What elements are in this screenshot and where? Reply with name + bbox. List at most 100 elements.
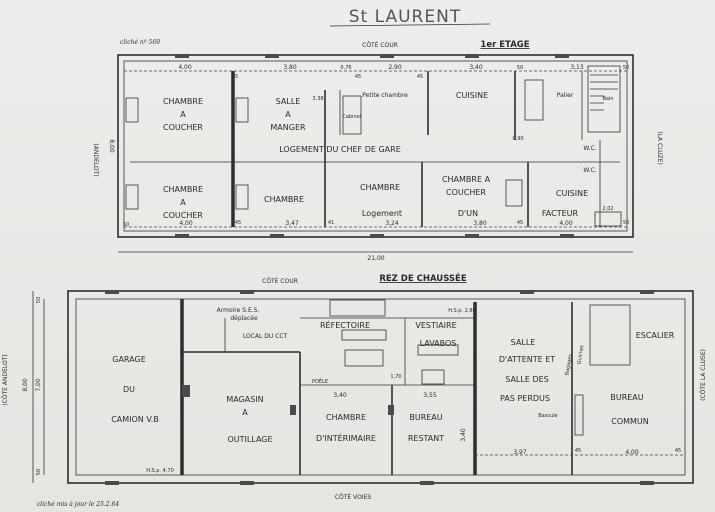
upper-chimney-3 bbox=[235, 97, 249, 123]
room-bureau-restant: BUREAU RESTANT bbox=[408, 413, 444, 443]
svg-text:A: A bbox=[242, 408, 248, 417]
room-bain: Bain bbox=[602, 96, 613, 102]
upper-right-side-label: (LA CLUZE) bbox=[656, 131, 663, 165]
svg-text:SALLE: SALLE bbox=[276, 97, 301, 106]
svg-text:Armoire S.E.S.: Armoire S.E.S. bbox=[217, 307, 260, 314]
upper-stair-treads bbox=[590, 74, 618, 111]
room-palier: Palier bbox=[557, 92, 574, 99]
svg-text:Logement: Logement bbox=[362, 209, 402, 218]
ground-window-top-1 bbox=[105, 290, 119, 294]
ground-tracks-side-label: CÔTÉ VOIES bbox=[335, 493, 372, 501]
upper-window-bottom-4 bbox=[465, 234, 479, 238]
svg-text:DU: DU bbox=[123, 385, 135, 394]
svg-text:CAMION V.B: CAMION V.B bbox=[111, 415, 159, 424]
upper-dim-misc-6: 50 bbox=[623, 65, 629, 71]
ground-dim-6: 45 bbox=[575, 448, 581, 454]
upper-window-top-3 bbox=[380, 54, 394, 58]
upper-dim-top-1: 4,00 bbox=[178, 64, 192, 71]
upper-dim-misc-9: 41 bbox=[328, 220, 334, 226]
room-garage: GARAGE DU CAMION V.B bbox=[111, 355, 159, 424]
ground-left-side-label: (CÔTE ANDELOT) bbox=[2, 354, 9, 405]
title-underline bbox=[329, 23, 491, 27]
room-chambre-logement: CHAMBRE Logement bbox=[360, 183, 402, 218]
room-vestiaire: VESTIAIRE bbox=[415, 321, 456, 330]
svg-text:SALLE: SALLE bbox=[511, 338, 536, 347]
bagages-label: Bagages bbox=[564, 353, 574, 376]
svg-text:GARAGE: GARAGE bbox=[112, 355, 146, 364]
refectoire-table bbox=[344, 349, 384, 367]
room-chambre-interimaire: CHAMBRE D'INTÉRIMAIRE bbox=[316, 413, 376, 443]
lavabo-fixture bbox=[417, 344, 459, 356]
ground-dim-7: 45 bbox=[675, 448, 681, 454]
room-hsp: H.S.p. 2,80 bbox=[448, 308, 476, 314]
room-wc-1: W.C. bbox=[583, 145, 596, 152]
room-cuisine-1: CUISINE bbox=[456, 91, 488, 100]
ground-dim-8: 1,70 bbox=[390, 374, 401, 380]
upper-window-bottom-1 bbox=[175, 234, 189, 238]
room-chambre-facteur: CHAMBRE A COUCHER D'UN FACTEUR bbox=[442, 175, 579, 218]
room-magasin: MAGASIN A OUTILLAGE bbox=[226, 395, 272, 444]
upper-palier-stair bbox=[524, 79, 544, 121]
ground-height-dim-2: 7,00 bbox=[35, 378, 42, 392]
ground-staircase bbox=[589, 304, 631, 366]
upper-window-top-5 bbox=[555, 54, 569, 58]
upper-dim-misc-13: 50 bbox=[623, 220, 629, 226]
plan-title: St LAURENT bbox=[349, 7, 461, 27]
ground-stove-3 bbox=[388, 405, 394, 415]
svg-text:MANGER: MANGER bbox=[270, 123, 306, 132]
room-armoire: Armoire S.E.S. déplacée bbox=[217, 307, 260, 322]
svg-text:FACTEUR: FACTEUR bbox=[542, 209, 579, 218]
upper-dim-top-5: 3,40 bbox=[469, 64, 483, 71]
svg-text:BUREAU: BUREAU bbox=[610, 393, 643, 402]
ground-window-top-4 bbox=[640, 290, 654, 294]
ground-inner-wall bbox=[75, 298, 686, 476]
room-chambre-a-coucher-2: CHAMBRE A COUCHER bbox=[163, 185, 203, 220]
room-lavabos: LAVABOS bbox=[420, 339, 457, 348]
svg-text:SALLE DES: SALLE DES bbox=[505, 375, 549, 384]
ground-window-bottom-4 bbox=[640, 481, 654, 485]
svg-text:CHAMBRE: CHAMBRE bbox=[163, 97, 203, 106]
upper-stove bbox=[505, 179, 523, 207]
room-petite-chambre: Petite chambre bbox=[362, 92, 408, 99]
ground-window-bottom-1 bbox=[105, 481, 119, 485]
ground-dim-1: 3,40 bbox=[333, 392, 347, 399]
svg-text:CHAMBRE: CHAMBRE bbox=[360, 183, 400, 192]
upper-window-bottom-2 bbox=[270, 234, 284, 238]
upper-chimney-1 bbox=[125, 97, 139, 123]
svg-text:A: A bbox=[180, 110, 186, 119]
upper-dim-misc-1: 45 bbox=[232, 74, 238, 80]
upper-window-top-1 bbox=[175, 54, 189, 58]
ground-hsp-left: H.S.p. 4,70 bbox=[146, 468, 174, 474]
upper-cabinet-box bbox=[342, 95, 362, 135]
logement-chef-de-gare-label: LOGEMENT DU CHEF DE GARE bbox=[279, 145, 401, 154]
upper-dim-misc-8: 45 bbox=[235, 220, 241, 226]
ground-window-bottom-3 bbox=[420, 481, 434, 485]
upper-dim-bottom-3: 3,24 bbox=[385, 220, 399, 227]
room-bureau-commun: BUREAU COMMUN bbox=[610, 393, 648, 426]
ground-dim-3: 3,40 bbox=[460, 428, 467, 442]
room-local-cct: LOCAL DU CCT bbox=[243, 333, 288, 340]
svg-text:MAGASIN: MAGASIN bbox=[226, 395, 263, 404]
ground-outer-wall bbox=[67, 290, 694, 484]
upper-floor-heading: 1er ETAGE bbox=[480, 40, 529, 50]
upper-dim-bottom-5: 4,00 bbox=[559, 220, 573, 227]
svg-text:déplacée: déplacée bbox=[230, 315, 258, 322]
upper-window-top-4 bbox=[465, 54, 479, 58]
upper-chimney-4 bbox=[235, 184, 249, 210]
upper-dim-bottom-4: 3,80 bbox=[473, 220, 487, 227]
room-chambre-a-coucher-1: CHAMBRE A COUCHER bbox=[163, 97, 203, 132]
svg-text:COMMUN: COMMUN bbox=[611, 417, 649, 426]
svg-text:OUTILLAGE: OUTILLAGE bbox=[227, 435, 272, 444]
svg-text:RESTANT: RESTANT bbox=[408, 434, 444, 443]
upper-window-bottom-5 bbox=[560, 234, 574, 238]
upper-dim-top-2: 3,80 bbox=[283, 64, 297, 71]
upper-inner-wall bbox=[123, 60, 628, 232]
room-salle-a-manger: SALLE A MANGER bbox=[270, 97, 306, 132]
upper-dim-misc-11: 2,02 bbox=[602, 206, 613, 212]
lavabo-fixture-2 bbox=[421, 369, 445, 385]
ground-window-top-3 bbox=[520, 290, 534, 294]
svg-text:CHAMBRE A: CHAMBRE A bbox=[442, 175, 491, 184]
ground-right-side-label: (CÔTE LA CLUSE) bbox=[700, 349, 707, 401]
bascule-label: Bascule bbox=[538, 413, 557, 419]
